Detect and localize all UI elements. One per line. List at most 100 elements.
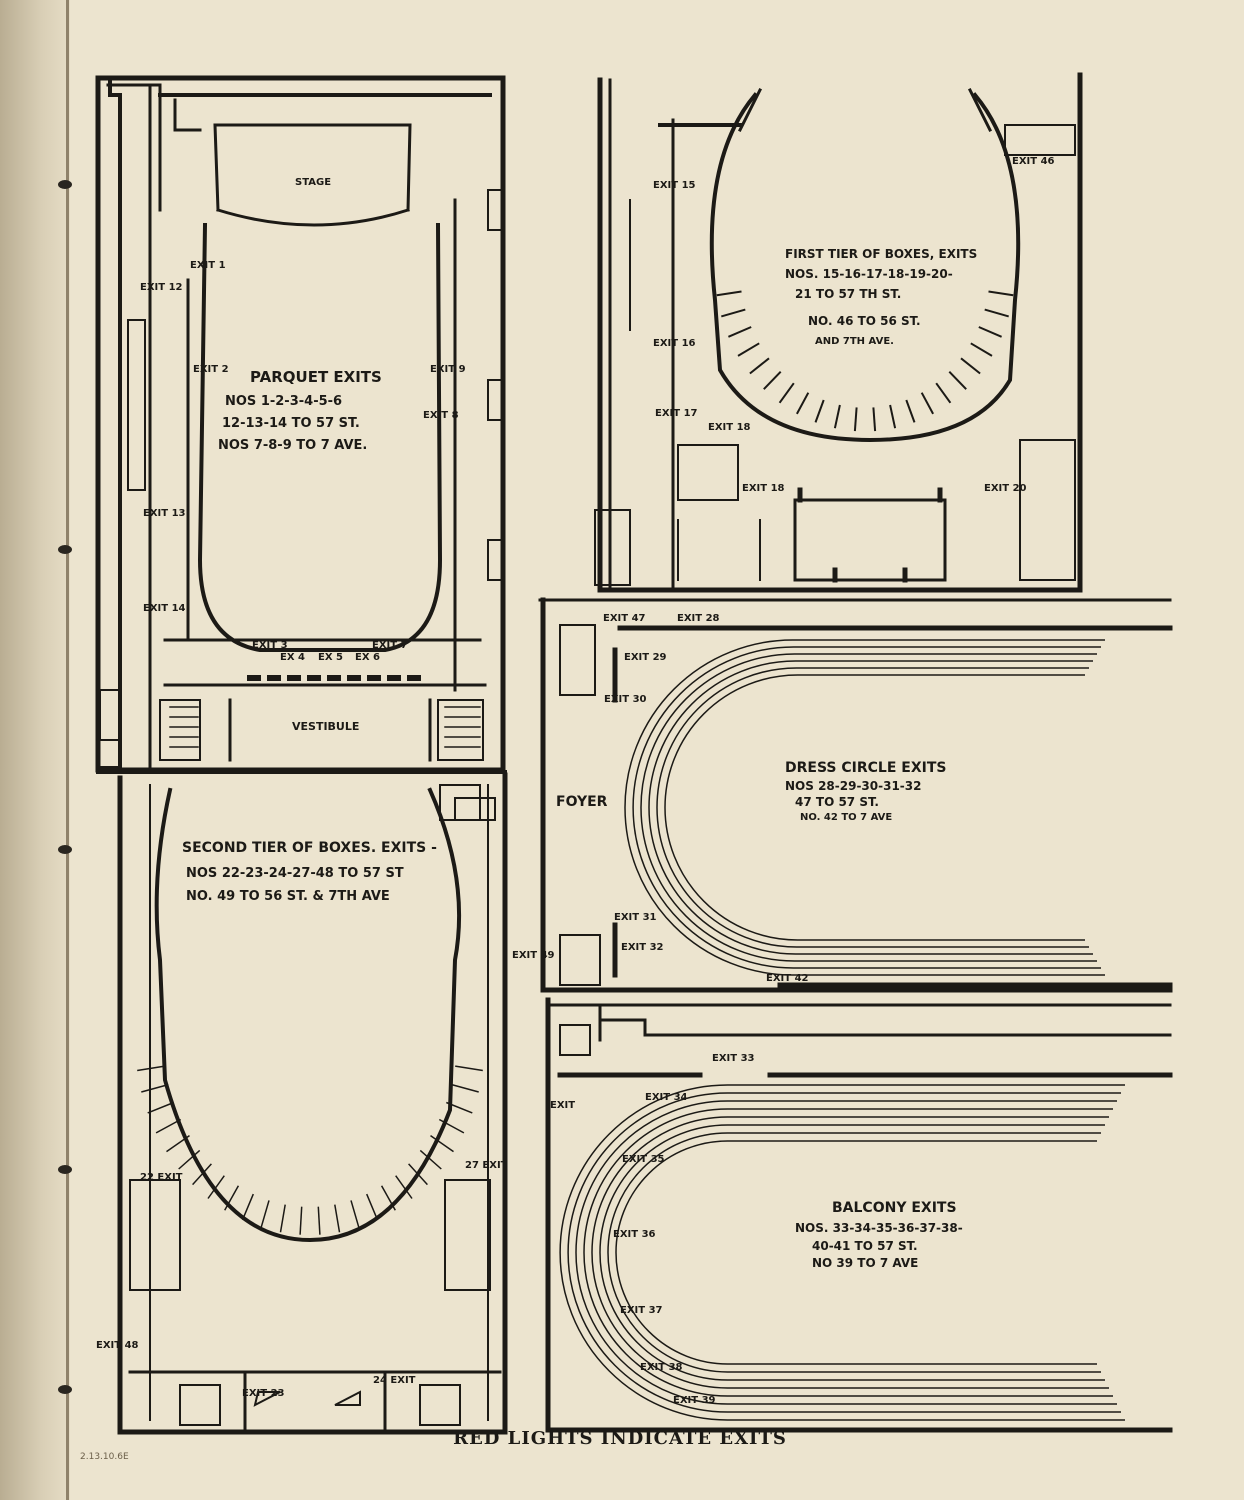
box-divider xyxy=(889,404,897,429)
box-divider xyxy=(178,1149,201,1170)
balcony-line-2: 40-41 TO 57 ST. xyxy=(812,1239,918,1253)
dress-circle-exit-label: EXIT 47 xyxy=(603,613,646,624)
box-divider xyxy=(796,392,810,415)
binding-stitch xyxy=(58,180,72,189)
balcony-exit-label: EXIT 36 xyxy=(613,1229,656,1240)
box-divider xyxy=(299,1206,303,1235)
archive-note: 2.13.10.6E xyxy=(80,1452,129,1462)
dress-circle-exit-label: EXIT 42 xyxy=(766,973,809,984)
balcony-exit-label: EXIT 34 xyxy=(645,1092,688,1103)
parquet-exit-label: EXIT 13 xyxy=(143,508,186,519)
page-fold xyxy=(66,0,69,1500)
dress-circle-exit-label: EXIT 30 xyxy=(604,694,647,705)
second-tier-line-2: NO. 49 TO 56 ST. & 7TH AVE xyxy=(186,889,390,904)
foyer-label: FOYER xyxy=(556,794,608,810)
seating-row xyxy=(583,1108,1113,1397)
first-tier-exit-label: EXIT 15 xyxy=(653,180,696,191)
box-divider xyxy=(853,407,858,432)
box-divider xyxy=(984,308,1009,318)
box-divider xyxy=(380,1185,396,1211)
parquet-exit-label: EXIT 12 xyxy=(140,282,183,293)
box-divider xyxy=(920,392,934,415)
binding-stitch xyxy=(58,845,72,854)
first-tier-plan xyxy=(594,72,1083,593)
box-divider xyxy=(833,404,841,429)
box-divider xyxy=(970,342,993,357)
box-divider xyxy=(241,1193,254,1221)
box-divider xyxy=(155,1118,182,1134)
parquet-exit-label: EXIT 2 xyxy=(193,364,229,375)
second-tier-exit-label: EXIT 23 xyxy=(242,1388,285,1399)
parquet-exit-label: EX 5 xyxy=(318,652,343,663)
seating-row xyxy=(656,667,1089,948)
box-divider xyxy=(141,1083,169,1093)
seating-row xyxy=(664,674,1085,941)
first-tier-exit-label: EXIT 20 xyxy=(984,483,1027,494)
first-tier-line-1: NOS. 15-16-17-18-19-20- xyxy=(785,267,953,281)
box-divider xyxy=(451,1083,479,1093)
first-tier-exit-label: EXIT 17 xyxy=(655,408,698,419)
seating-row xyxy=(615,1140,1097,1365)
box-divider xyxy=(814,399,825,423)
dress-circle-exit-label: EXIT 31 xyxy=(614,912,657,923)
box-divider xyxy=(334,1204,341,1233)
seating-row xyxy=(624,639,1105,976)
dress-circle-plan xyxy=(538,597,1173,993)
dress-circle-exit-label: EXIT 28 xyxy=(677,613,720,624)
seating-row xyxy=(567,1092,1121,1413)
box-divider xyxy=(395,1175,413,1199)
second-tier-line-1: NOS 22-23-24-27-48 TO 57 ST xyxy=(186,866,404,881)
box-divider xyxy=(716,290,742,297)
parquet-line-2: 12-13-14 TO 57 ST. xyxy=(222,416,360,431)
binding-stitch xyxy=(58,1165,72,1174)
dress-circle-line-1: NOS 28-29-30-31-32 xyxy=(785,779,921,793)
box-divider xyxy=(721,308,746,318)
exit-caption: RED LIGHTS INDICATE EXITS xyxy=(453,1428,787,1449)
seating-row xyxy=(632,646,1101,969)
parquet-exit-label: EXIT 8 xyxy=(423,410,459,421)
first-tier-exit-label: EXIT 18 xyxy=(708,422,751,433)
box-divider xyxy=(872,407,877,432)
second-tier-title: SECOND TIER OF BOXES. EXITS - xyxy=(182,840,437,856)
binding-stitch xyxy=(58,1385,72,1394)
dress-circle-exit-label: EXIT 29 xyxy=(624,652,667,663)
box-divider xyxy=(455,1065,483,1072)
second-tier-exit-label: 22 EXIT xyxy=(140,1172,183,1183)
box-divider xyxy=(778,382,795,404)
box-divider xyxy=(960,357,981,375)
first-tier-title: FIRST TIER OF BOXES, EXITS xyxy=(785,247,977,261)
first-tier-line-3: NO. 46 TO 56 ST. xyxy=(808,314,921,328)
seating-row xyxy=(599,1124,1105,1381)
box-divider xyxy=(737,342,760,357)
box-divider xyxy=(978,326,1002,338)
balcony-exit-label: EXIT 35 xyxy=(622,1154,665,1165)
balcony-line-1: NOS. 33-34-35-36-37-38- xyxy=(795,1221,963,1235)
balcony-exit-label: EXIT 33 xyxy=(712,1053,755,1064)
box-divider xyxy=(166,1134,190,1153)
box-divider xyxy=(350,1200,360,1228)
seating-row xyxy=(648,660,1093,955)
parquet-plan xyxy=(95,75,506,773)
dress-circle-line-2: 47 TO 57 ST. xyxy=(795,795,879,809)
parquet-exit-label: EX 6 xyxy=(355,652,380,663)
box-divider xyxy=(763,371,782,390)
box-divider xyxy=(948,371,967,390)
box-divider xyxy=(430,1134,454,1153)
balcony-line-3: NO 39 TO 7 AVE xyxy=(812,1256,918,1270)
box-divider xyxy=(749,357,770,375)
dress-circle-exit-label: EXIT 32 xyxy=(621,942,664,953)
balcony-exit-label: EXIT 38 xyxy=(640,1362,683,1373)
first-tier-line-4: AND 7TH AVE. xyxy=(815,336,894,347)
parquet-exit-label: EX 4 xyxy=(280,652,305,663)
box-divider xyxy=(224,1185,240,1211)
parquet-exit-label: EXIT 7 xyxy=(372,640,408,651)
parquet-line-3: NOS 7-8-9 TO 7 AVE. xyxy=(218,438,367,453)
box-divider xyxy=(408,1163,428,1186)
second-tier-exit-label: 24 EXIT xyxy=(373,1375,416,1386)
seating-row xyxy=(575,1100,1117,1405)
box-divider xyxy=(137,1065,165,1072)
parquet-exit-label: EXIT 9 xyxy=(430,364,466,375)
second-tier-plan xyxy=(96,770,508,1435)
